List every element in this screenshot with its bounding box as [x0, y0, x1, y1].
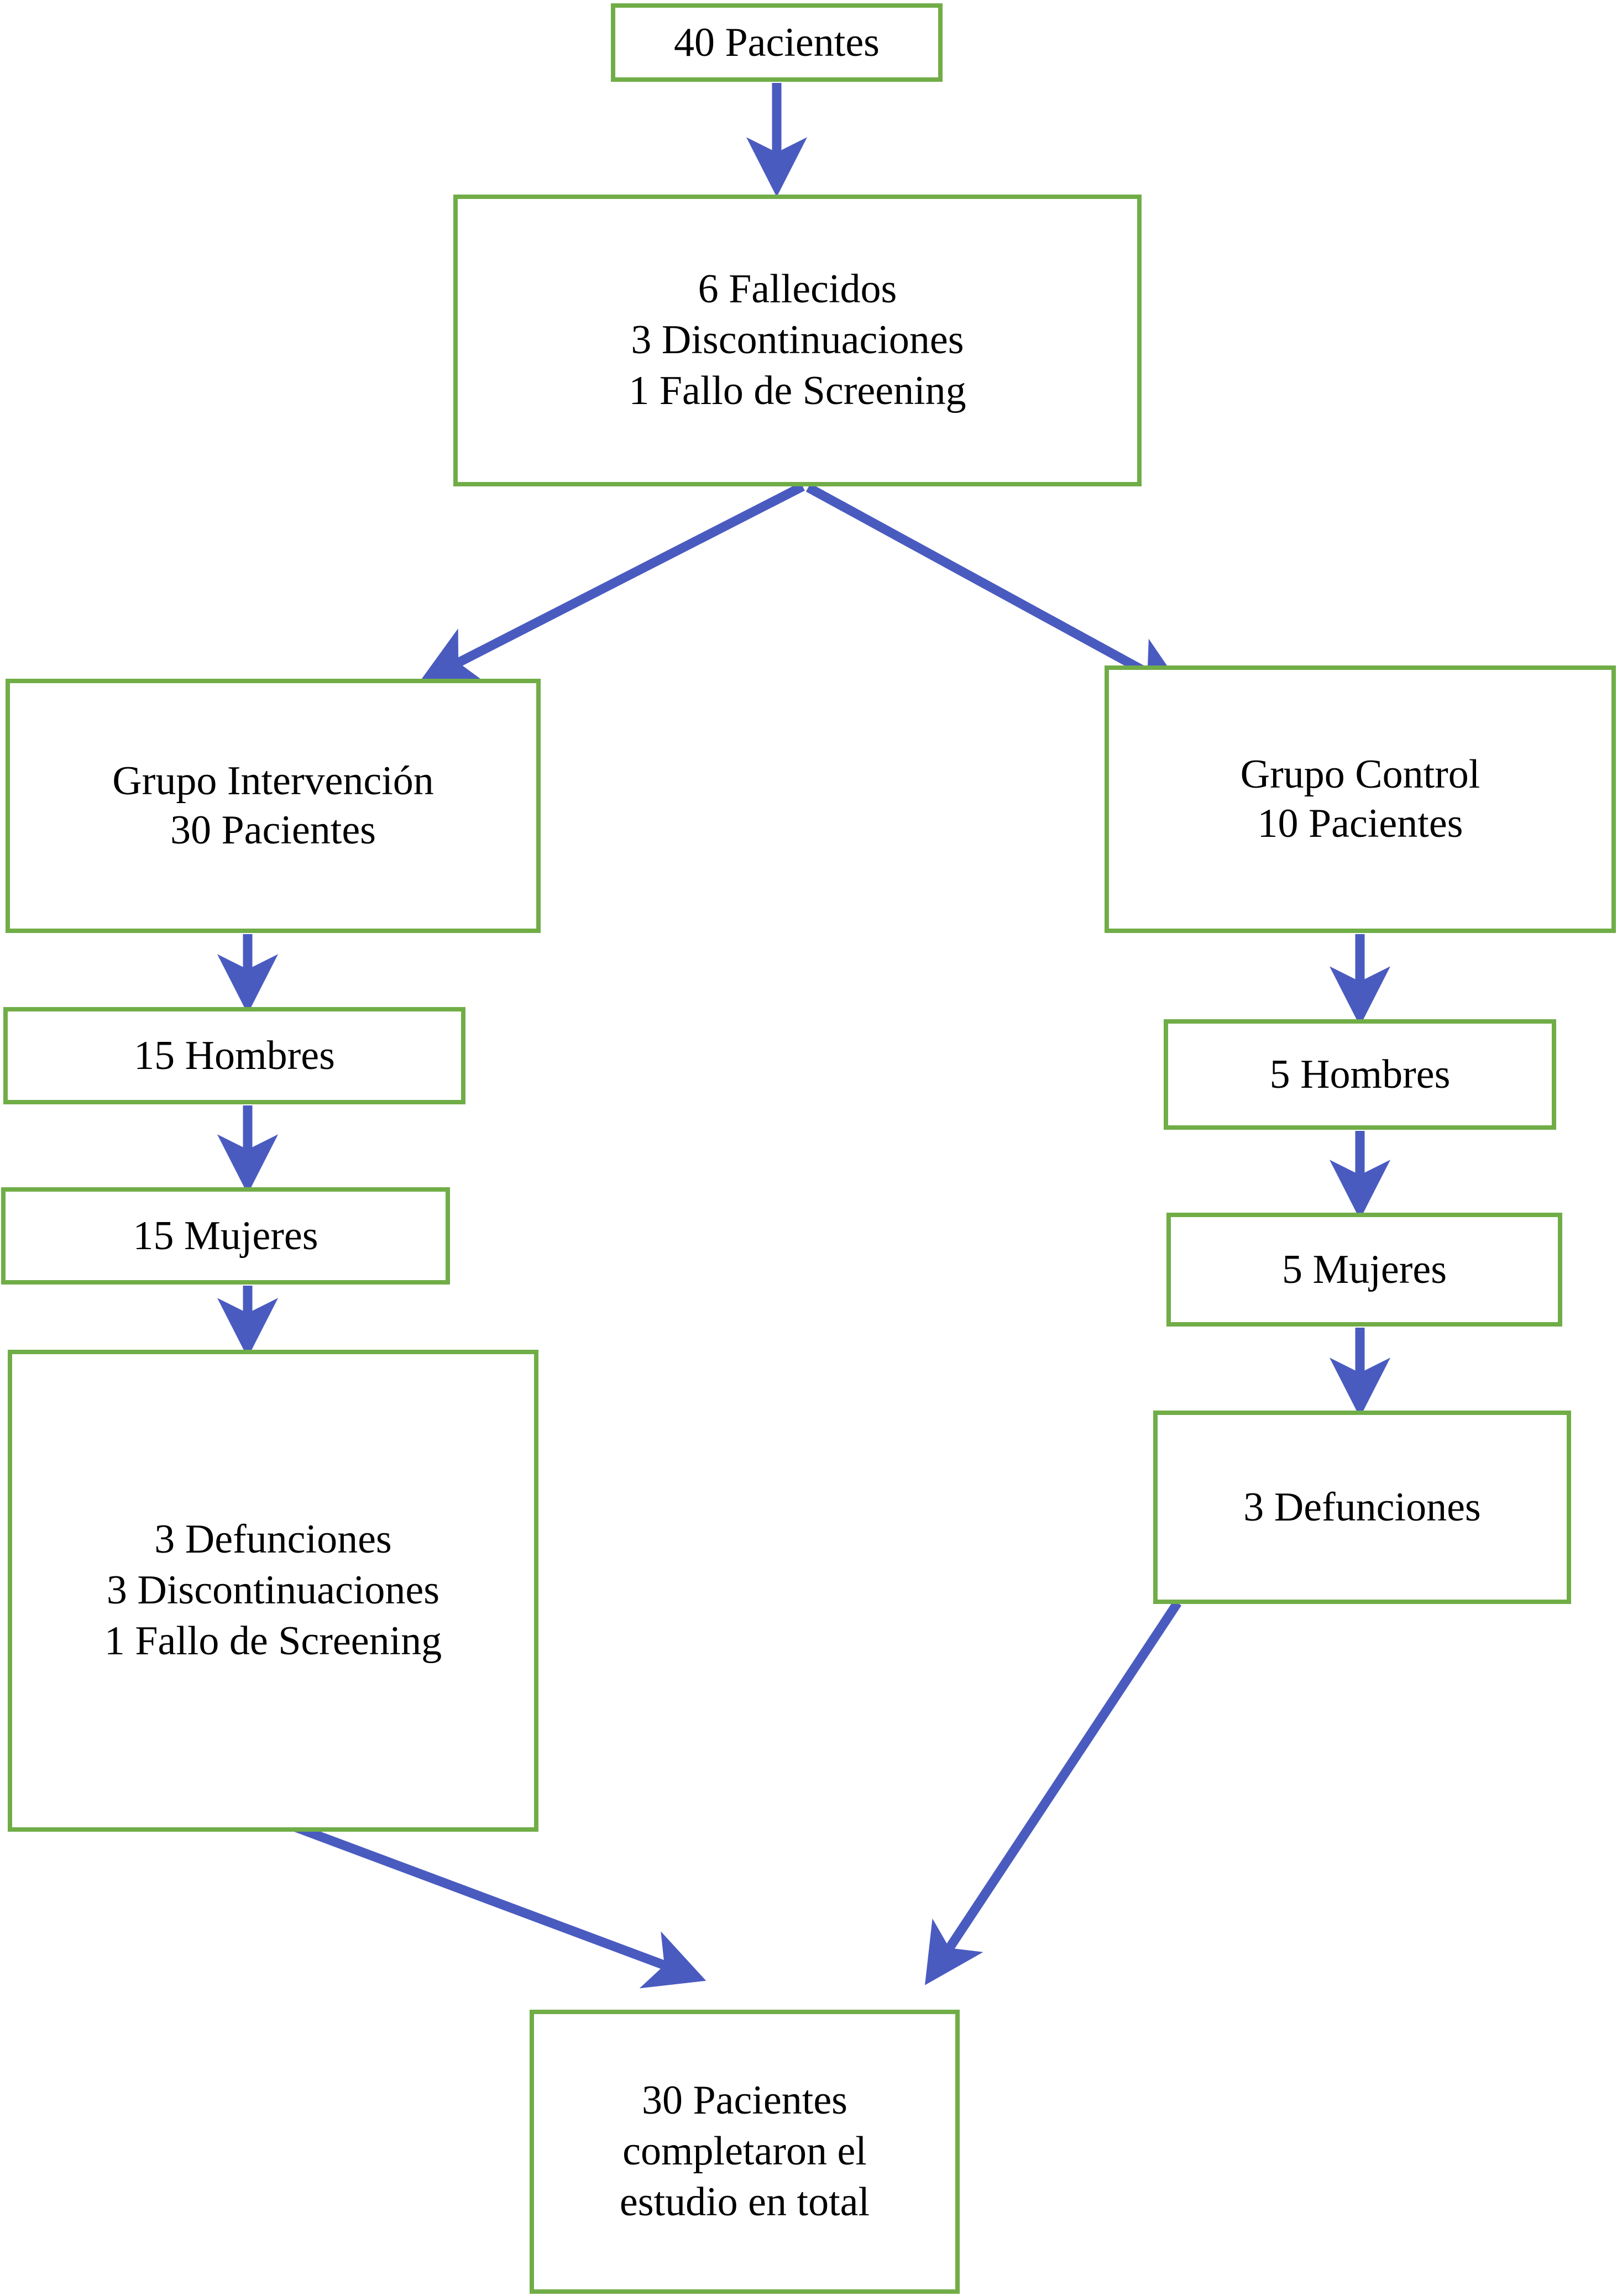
- node-line: 6 Fallecidos: [698, 266, 897, 312]
- node-line: Grupo Intervención: [112, 758, 434, 804]
- node-control-women[interactable]: 5 Mujeres: [1166, 1213, 1562, 1327]
- node-line: 1 Fallo de Screening: [629, 368, 966, 413]
- node-line: 15 Hombres: [134, 1032, 335, 1078]
- node-line: Grupo Control: [1240, 752, 1480, 798]
- node-control-group[interactable]: Grupo Control 10 Pacientes: [1105, 665, 1616, 933]
- node-line: 3 Discontinuaciones: [106, 1568, 440, 1613]
- node-control-men[interactable]: 5 Hombres: [1164, 1019, 1556, 1130]
- node-line: 30 Pacientes: [170, 808, 376, 853]
- node-control-deaths[interactable]: 3 Defunciones: [1153, 1411, 1571, 1604]
- arrow-attrition-to-intervention: [418, 482, 805, 683]
- node-intervention-women[interactable]: 15 Mujeres: [1, 1187, 450, 1285]
- node-line: 3 Discontinuaciones: [631, 317, 964, 363]
- node-line: 1 Fallo de Screening: [104, 1618, 442, 1664]
- node-line: completaron el: [622, 2129, 867, 2174]
- node-intervention-group[interactable]: Grupo Intervención 30 Pacientes: [6, 679, 541, 933]
- node-line: 5 Mujeres: [1282, 1246, 1447, 1292]
- node-text: Grupo Control 10 Pacientes: [1109, 750, 1611, 848]
- node-text: 3 Defunciones: [1158, 1483, 1567, 1532]
- node-text: 30 Pacientes completaron el estudio en t…: [534, 2075, 955, 2227]
- node-line: 40 Pacientes: [674, 19, 880, 65]
- node-text: 6 Fallecidos 3 Discontinuaciones 1 Fallo…: [458, 264, 1137, 416]
- arrow-control-deaths-to-completed: [925, 1600, 1182, 1985]
- node-line: 3 Defunciones: [154, 1517, 392, 1563]
- node-text: 15 Mujeres: [6, 1212, 446, 1261]
- node-text: Grupo Intervención 30 Pacientes: [10, 757, 536, 855]
- node-line: 3 Defunciones: [1243, 1484, 1481, 1530]
- arrow-intervention-losses-to-completed: [270, 1814, 707, 1989]
- node-line: estudio en total: [619, 2179, 870, 2225]
- node-line: 10 Pacientes: [1257, 801, 1463, 846]
- node-line: 30 Pacientes: [642, 2078, 847, 2124]
- node-completed-study[interactable]: 30 Pacientes completaron el estudio en t…: [530, 2010, 960, 2294]
- node-line: 15 Mujeres: [133, 1213, 318, 1259]
- node-text: 40 Pacientes: [615, 18, 938, 67]
- node-text: 3 Defunciones 3 Discontinuaciones 1 Fall…: [12, 1514, 534, 1666]
- node-overall-attrition[interactable]: 6 Fallecidos 3 Discontinuaciones 1 Fallo…: [453, 195, 1142, 486]
- node-intervention-losses[interactable]: 3 Defunciones 3 Discontinuaciones 1 Fall…: [8, 1350, 538, 1832]
- node-line: 5 Hombres: [1269, 1051, 1451, 1097]
- arrow-attrition-to-control: [805, 483, 1187, 694]
- node-enrolled-patients[interactable]: 40 Pacientes: [611, 3, 943, 82]
- node-text: 5 Mujeres: [1171, 1245, 1558, 1294]
- node-text: 5 Hombres: [1168, 1050, 1552, 1099]
- node-text: 15 Hombres: [8, 1031, 461, 1081]
- node-intervention-men[interactable]: 15 Hombres: [3, 1007, 465, 1104]
